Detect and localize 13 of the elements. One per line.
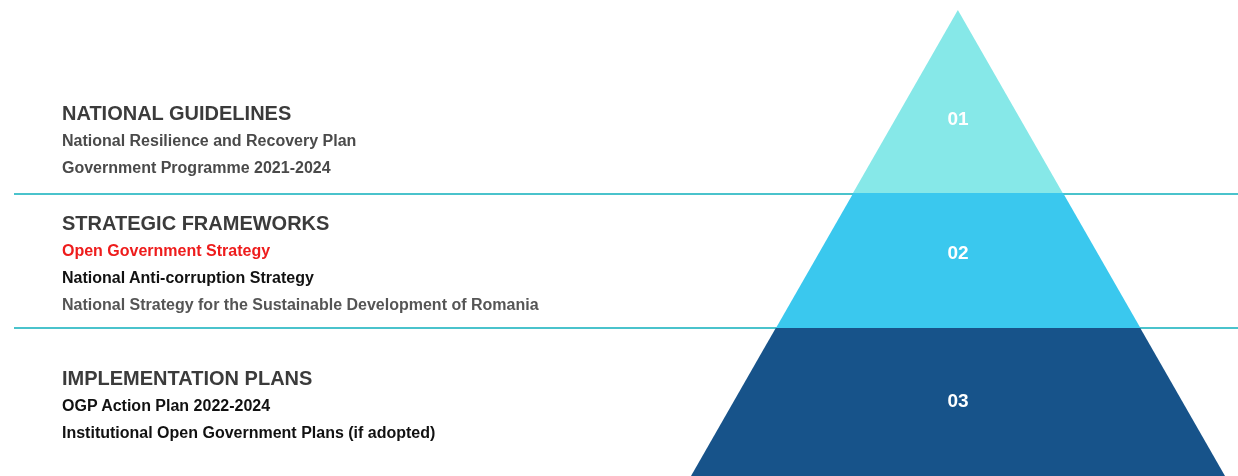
list-item: National Anti-corruption Strategy (62, 269, 314, 287)
list-item: Open Government Strategy (62, 242, 271, 260)
level-number: 03 (946, 390, 970, 412)
level-number: 02 (946, 242, 970, 264)
list-item: Institutional Open Government Plans (if adopted) (62, 424, 436, 442)
level-number: 01 (946, 108, 970, 130)
list-item: Government Programme 2021-2024 (62, 159, 331, 177)
section-heading: STRATEGIC FRAMEWORKS (62, 212, 330, 235)
list-item: National Strategy for the Sustainable Development of Romania (62, 296, 539, 314)
section-heading: IMPLEMENTATION PLANS (62, 367, 313, 390)
list-item: OGP Action Plan 2022-2024 (62, 397, 271, 415)
list-item: National Resilience and Recovery Plan (62, 132, 357, 150)
section-heading: NATIONAL GUIDELINES (62, 102, 292, 125)
